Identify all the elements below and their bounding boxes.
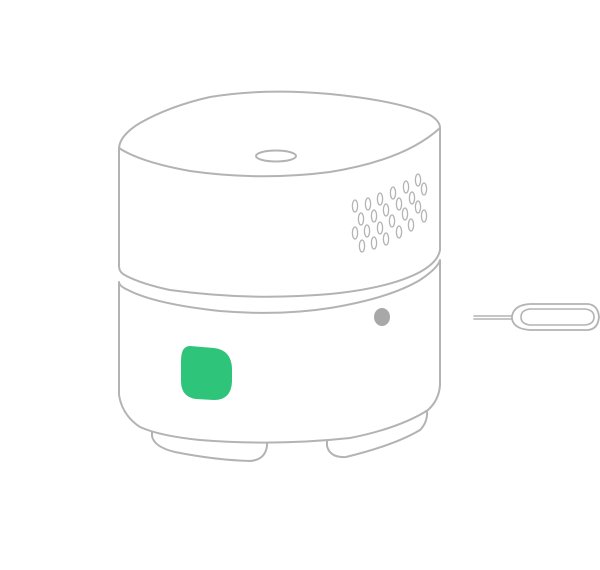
top-microphone-hole-icon <box>255 149 297 163</box>
green-status-button-icon <box>181 346 232 400</box>
speaker-grille-icon <box>351 173 428 253</box>
sim-eject-pin-icon <box>473 303 600 331</box>
upper-body <box>118 90 441 298</box>
top-edge-line <box>118 127 441 178</box>
reset-button-icon <box>374 308 390 326</box>
